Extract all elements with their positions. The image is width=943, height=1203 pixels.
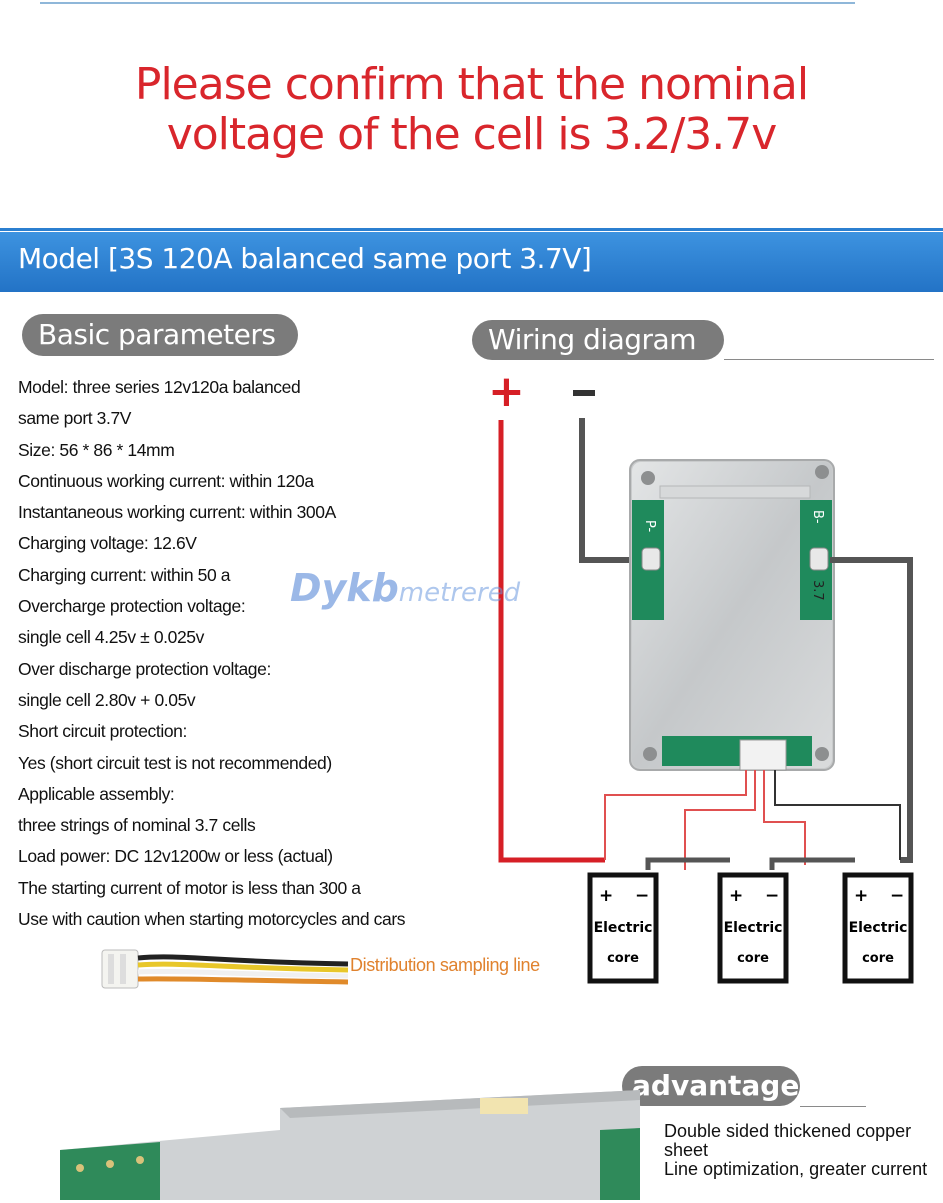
balance-wires [604, 770, 806, 870]
svg-text:Electric: Electric [724, 920, 783, 936]
board-right-label: B- [810, 510, 825, 524]
param-line: Overcharge protection voltage: [18, 596, 246, 617]
board-left-label: P- [642, 520, 657, 533]
svg-text:−: − [890, 886, 904, 906]
wiring-diagram-heading: Wiring diagram [472, 320, 724, 360]
param-line: same port 3.7V [18, 408, 132, 429]
wiring-heading-rule [724, 359, 934, 360]
series-link-2 [769, 857, 855, 870]
svg-text:+: + [854, 886, 868, 906]
battery-cell: + − Electric core [717, 872, 789, 984]
param-line: Yes (short circuit test is not recommend… [18, 752, 332, 773]
svg-text:core: core [862, 951, 894, 966]
balance-ground-wire [774, 770, 901, 860]
basic-parameters-heading: Basic parameters [22, 314, 298, 356]
board-photo [60, 1090, 640, 1200]
advantage-heading-rule [800, 1106, 866, 1107]
cable-label: Distribution sampling line [350, 955, 540, 975]
top-divider [40, 2, 855, 4]
svg-text:+: + [729, 886, 743, 906]
param-line: three strings of nominal 3.7 cells [18, 815, 256, 836]
battery-cell: + − Electric core [842, 872, 914, 984]
headline: Please confirm that the nominal voltage … [0, 60, 943, 160]
b-minus-wire [830, 557, 913, 863]
svg-text:Electric: Electric [594, 920, 653, 936]
param-line: Continuous working current: within 120a [18, 470, 314, 491]
param-line: The starting current of motor is less th… [18, 877, 361, 898]
svg-text:Electric: Electric [849, 920, 908, 936]
svg-text:+: + [599, 886, 613, 906]
basic-parameters-list: Model: three series 12v120a balanced sam… [18, 372, 488, 935]
spec-panel [0, 228, 943, 1203]
advantage-heading: advantage [622, 1066, 800, 1106]
advantage-line: Line optimization, greater current [664, 1159, 928, 1179]
headline-line-1: Please confirm that the nominal [134, 59, 809, 110]
model-banner: Model [3S 120A balanced same port 3.7V] [0, 232, 943, 292]
param-line: Load power: DC 12v1200w or less (actual) [18, 846, 333, 867]
negative-terminal-symbol [573, 390, 595, 396]
advantage-line: Double sided thickened copper sheet [664, 1121, 912, 1160]
svg-text:−: − [635, 886, 649, 906]
param-line: Model: three series 12v120a balanced [18, 377, 301, 397]
series-link-1 [645, 857, 730, 870]
svg-text:core: core [607, 951, 639, 966]
param-line: single cell 4.25v ± 0.025v [18, 627, 204, 648]
bms-board: P- B- 3.7 [629, 459, 835, 771]
positive-wire [498, 420, 605, 863]
sampling-cable-image [101, 949, 349, 989]
wiring-diagram: + P- B- 3.7 [488, 366, 914, 984]
param-line: Charging current: within 50 a [18, 564, 231, 585]
param-line: Instantaneous working current: within 30… [18, 502, 336, 523]
advantage-list: Double sided thickened copper sheet Line… [664, 1122, 943, 1179]
headline-line-2: voltage of the cell is 3.2/3.7v [166, 109, 778, 160]
negative-wire [579, 418, 645, 563]
param-line: Use with caution when starting motorcycl… [18, 909, 406, 930]
svg-text:−: − [765, 886, 779, 906]
param-line: Charging voltage: 12.6V [18, 533, 197, 554]
svg-text:core: core [737, 951, 769, 966]
param-line: Over discharge protection voltage: [18, 658, 271, 679]
param-line: Short circuit protection: [18, 721, 187, 742]
param-line: Applicable assembly: [18, 783, 175, 804]
positive-terminal-label: + [488, 366, 525, 417]
watermark-logo: Dykbmetrered [290, 566, 521, 610]
board-voltage-label: 3.7 [810, 580, 825, 601]
battery-cell: + − Electric core [587, 872, 659, 984]
param-line: single cell 2.80v + 0.05v [18, 689, 196, 710]
model-title: Model [3S 120A balanced same port 3.7V] [18, 242, 592, 275]
param-line: Size: 56 * 86 * 14mm [18, 439, 175, 460]
